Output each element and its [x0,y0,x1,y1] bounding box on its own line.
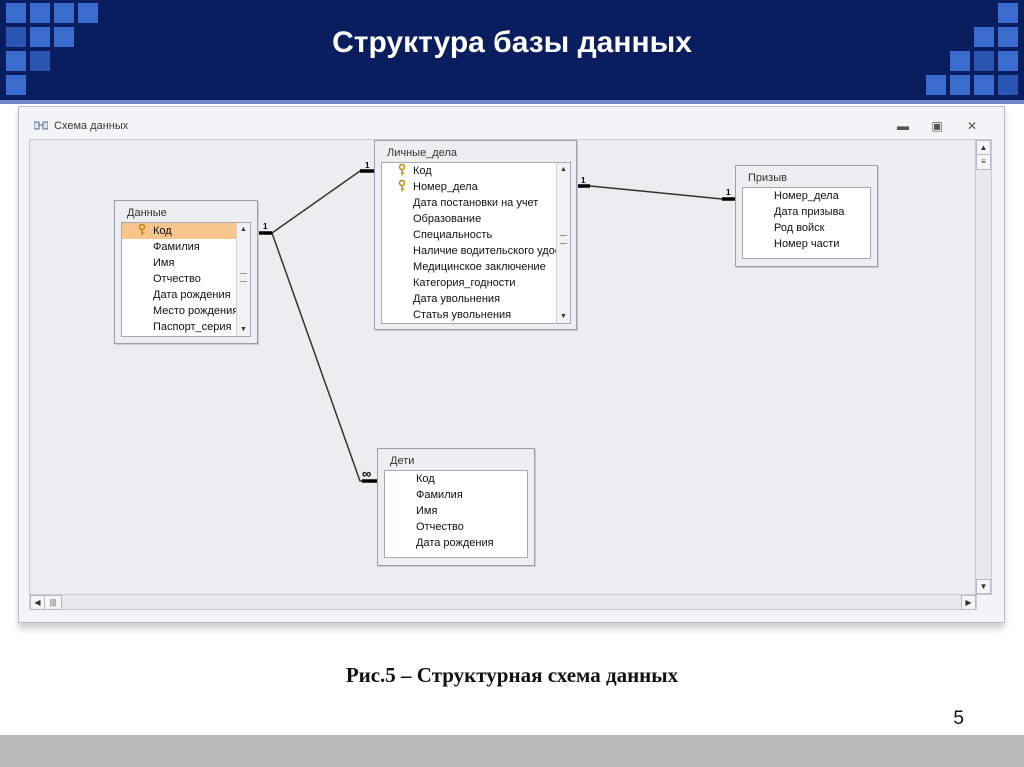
decor-square [950,75,970,95]
scroll-up-icon[interactable]: ▲ [976,140,991,155]
scroll-thumb[interactable] [240,273,247,282]
slide-header: Структура базы данных [0,0,1024,100]
field-item[interactable]: Фамилия [416,489,463,501]
decor-square [998,27,1018,47]
field-item[interactable]: Специальность [413,229,493,241]
table-title: Призыв [748,172,787,184]
field-list[interactable]: Код Номер_дела Дата постановки на учет О… [381,162,571,324]
table-prizyv[interactable]: Призыв Номер_дела Дата призыва Род войск… [735,165,878,267]
slide-title: Структура базы данных [332,26,692,59]
relationship-label-one: 1 [365,161,370,170]
primary-key-icon [398,164,406,176]
primary-key-icon [138,224,146,236]
field-list[interactable]: Номер_дела Дата призыва Род войск Номер … [742,187,871,259]
field-item[interactable]: Образование [413,213,482,225]
field-item[interactable]: Паспорт_серия [153,321,232,333]
field-item[interactable]: Номер_дела [774,190,839,202]
decor-square [6,75,26,95]
relationships-icon [34,121,48,130]
decor-square [998,3,1018,23]
scroll-left-icon[interactable]: ◀ [30,595,45,610]
field-item[interactable]: Отчество [416,521,464,533]
field-list-scrollbar[interactable]: ▲ ▼ [236,223,250,336]
field-item[interactable]: Дата рождения [416,537,494,549]
scroll-thumb[interactable]: ≡ [976,154,991,170]
decor-square [950,51,970,71]
decor-square [78,3,98,23]
field-item[interactable]: Номер части [774,238,840,250]
minimize-icon[interactable]: ▬ [897,119,909,133]
figure-caption: Рис.5 – Структурная схема данных [345,663,679,687]
field-item[interactable]: Наличие водительского удостоверения [413,245,571,257]
restore-icon[interactable]: ▣ [931,119,943,133]
decor-square [926,75,946,95]
relationship-label-one: 1 [726,188,731,197]
field-item[interactable]: Имя [153,257,175,269]
field-item[interactable]: Код [416,473,435,485]
slide-footer-bar [0,735,1024,767]
table-lichnye-dela[interactable]: Личные_дела Код Номер_дела Дата постанов… [374,140,577,330]
field-list-scrollbar[interactable]: ▲ ▼ [556,163,570,323]
scroll-down-icon[interactable]: ▼ [240,326,247,333]
field-item[interactable]: Дата рождения [153,289,231,301]
page-number: 5 [953,708,964,729]
scroll-right-icon[interactable]: ▶ [961,595,976,610]
scroll-thumb[interactable]: ||| [44,595,62,610]
table-deti[interactable]: Дети Код Фамилия Имя Отчество Дата рожде… [377,448,535,566]
decor-square [974,51,994,71]
relationship-label-one: 1 [263,222,268,231]
decor-square [974,75,994,95]
decor-square [30,51,50,71]
field-item[interactable]: Имя [416,505,438,517]
scroll-thumb[interactable] [560,235,567,244]
field-item[interactable]: Категория_годности [413,277,516,289]
field-item[interactable]: Дата постановки на учет [413,197,539,209]
table-title: Данные [127,207,167,219]
table-dannye[interactable]: Данные Код Фамилия Имя Отчество Дата рож… [114,200,258,344]
field-item[interactable]: Отчество [153,273,201,285]
decor-square [54,3,74,23]
scroll-down-icon[interactable]: ▼ [560,313,567,320]
field-item[interactable]: Номер_дела [382,179,570,195]
field-item[interactable]: Дата призыва [774,206,845,218]
field-item[interactable]: Место рождения [153,305,239,317]
horizontal-scrollbar[interactable]: ◀ ||| ▶ [29,594,977,610]
table-title: Дети [390,455,415,467]
decor-square [974,27,994,47]
window-title: Схема данных [54,120,129,132]
decor-square [6,27,26,47]
scroll-down-icon[interactable]: ▼ [976,579,991,594]
table-title: Личные_дела [387,147,458,159]
scroll-up-icon[interactable]: ▲ [240,226,247,233]
field-item[interactable]: Код [382,163,570,179]
scroll-up-icon[interactable]: ▲ [560,166,567,173]
decor-square [998,75,1018,95]
field-item[interactable]: Дата увольнения [413,293,501,305]
field-list[interactable]: Код Фамилия Имя Отчество Дата рождения М… [121,222,251,337]
field-item[interactable]: Медицинское заключение [413,261,546,273]
vertical-scrollbar[interactable]: ▲ ≡ ▼ [975,139,992,595]
close-icon[interactable]: ✕ [966,119,978,133]
decor-square [998,51,1018,71]
header-divider [0,100,1024,104]
field-item[interactable]: Род войск [774,222,825,234]
window-titlebar: Схема данных ▬ ▣ ✕ [19,107,1004,135]
decor-square [30,3,50,23]
relationship-label-many: ∞ [362,466,372,481]
field-item[interactable]: Фамилия [153,241,200,253]
field-item[interactable]: Статья увольнения [413,309,512,321]
relationship-label-one: 1 [581,176,586,185]
decor-square [6,3,26,23]
field-list[interactable]: Код Фамилия Имя Отчество Дата рождения [384,470,528,558]
field-item[interactable]: Код [122,223,250,239]
decor-square [54,27,74,47]
primary-key-icon [398,180,406,192]
decor-square [30,27,50,47]
decor-square [6,51,26,71]
